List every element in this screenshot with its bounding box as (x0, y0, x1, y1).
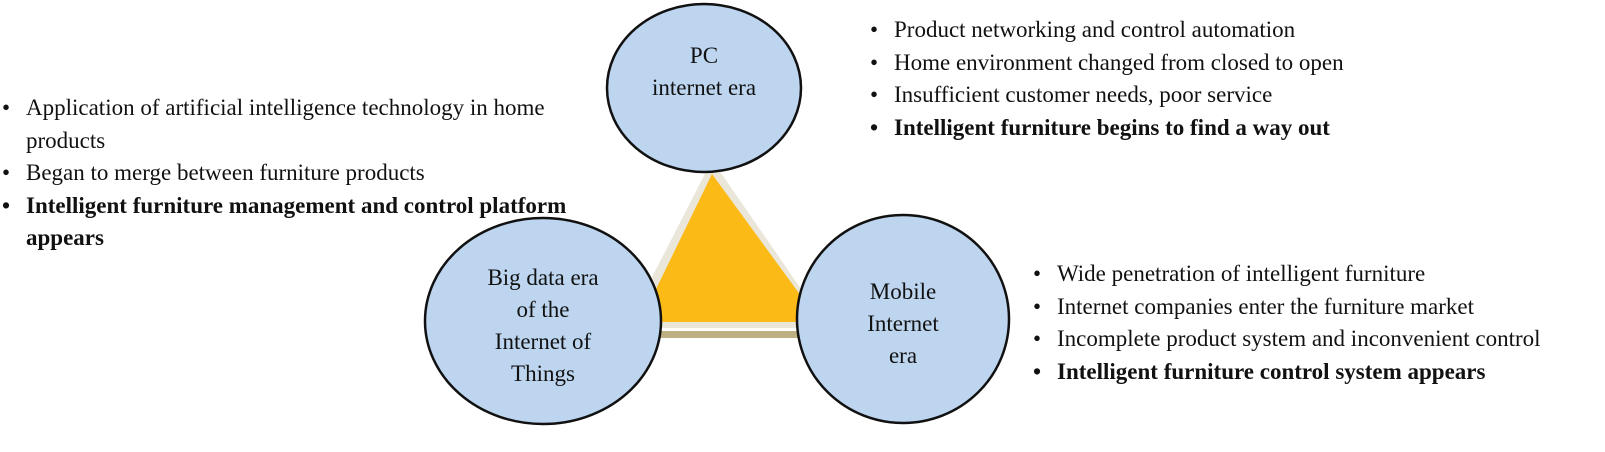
iot-era-bullet: Application of artificial intelligence t… (0, 92, 570, 157)
mobile-era-bullet: Internet companies enter the furniture m… (1031, 291, 1603, 324)
iot-era-bullet: Began to merge between furniture product… (0, 157, 570, 190)
pc-era-bullet: Insufficient customer needs, poor servic… (868, 79, 1468, 112)
pc-era-bullet-highlight: Intelligent furniture begins to find a w… (868, 112, 1468, 145)
pc-era-bullet: Product networking and control automatio… (868, 14, 1468, 47)
iot-era-bullet-list: Application of artificial intelligence t… (0, 92, 570, 255)
mobile-era-bullet: Incomplete product system and inconvenie… (1031, 323, 1603, 356)
mobile-era-circle (795, 213, 1011, 425)
pc-era-circle (605, 2, 803, 174)
mobile-era-bullet: Wide penetration of intelligent furnitur… (1031, 258, 1603, 291)
pc-era-label: PC internet era (651, 43, 757, 100)
triangle-base-bar (640, 331, 818, 338)
iot-era-bullet-highlight: Intelligent furniture management and con… (0, 190, 570, 255)
iot-era-label: Big data era of the Internet of Things (487, 265, 599, 386)
pc-era-bullet-list: Product networking and control automatio… (868, 14, 1468, 144)
mobile-era-bullet-highlight: Intelligent furniture control system app… (1031, 356, 1603, 389)
mobile-era-bullet-list: Wide penetration of intelligent furnitur… (1031, 258, 1603, 388)
mobile-era-label: Mobile Internet era (867, 279, 939, 368)
center-triangle (640, 174, 820, 322)
pc-era-bullet: Home environment changed from closed to … (868, 47, 1468, 80)
